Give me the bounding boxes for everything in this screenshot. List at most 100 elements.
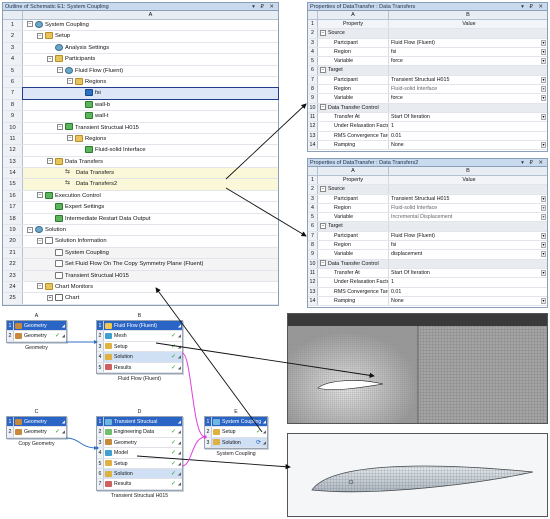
cell-menu-arrow-icon[interactable]: ◢ bbox=[177, 323, 181, 328]
outline-cell[interactable]: Fluid-solid Interface bbox=[23, 145, 278, 155]
property-value[interactable]: Fluid-solid Interface▾ bbox=[389, 85, 547, 93]
collapse-icon[interactable]: − bbox=[37, 32, 43, 39]
dropdown-arrow-icon[interactable]: ▾ bbox=[541, 58, 546, 65]
property-value[interactable]: 0.01 bbox=[389, 288, 547, 296]
cell-menu-arrow-icon[interactable]: ◢ bbox=[177, 429, 181, 435]
dropdown-arrow-icon[interactable]: ▾ bbox=[541, 251, 546, 258]
property-value[interactable]: force▾ bbox=[389, 94, 547, 102]
outline-cell[interactable]: ⇆Data Transfers bbox=[23, 168, 278, 179]
property-value[interactable]: Transient Structual H015▾ bbox=[389, 76, 547, 84]
property-value[interactable]: Start Of Iteration▾ bbox=[389, 113, 547, 121]
column-b-header[interactable]: B bbox=[466, 168, 470, 174]
outline-cell[interactable]: Transient Structual H015 bbox=[23, 270, 278, 281]
system-caption[interactable]: Copy Geometry bbox=[18, 440, 55, 447]
cell-menu-arrow-icon[interactable]: ◢ bbox=[61, 333, 65, 339]
property-value[interactable]: 1 bbox=[389, 278, 547, 286]
property-section-row[interactable]: 10−Data Transfer Control bbox=[308, 103, 547, 113]
outline-cell[interactable]: Expert Settings bbox=[23, 202, 278, 212]
collapse-icon[interactable]: − bbox=[67, 78, 73, 85]
outline-row[interactable]: 2−Setup bbox=[3, 31, 278, 43]
outline-cell[interactable]: −Participants bbox=[23, 54, 278, 64]
outline-row[interactable]: 15⇆Data Transfers2 bbox=[3, 179, 278, 191]
outline-row[interactable]: 20−Solution Information bbox=[3, 236, 278, 248]
outline-cell[interactable]: System Coupling bbox=[23, 247, 278, 259]
outline-cell[interactable]: Intermediate Restart Data Output bbox=[23, 214, 278, 224]
property-value[interactable]: Fluid Flow (Fluent)▾ bbox=[389, 232, 547, 240]
outline-row[interactable]: 14⇆Data Transfers bbox=[3, 168, 278, 180]
cell-menu-arrow-icon[interactable]: ◢ bbox=[177, 354, 181, 360]
outline-row[interactable]: 24−Chart Monitors bbox=[3, 281, 278, 294]
cell-menu-arrow-icon[interactable]: ◢ bbox=[262, 419, 266, 424]
cell-menu-arrow-icon[interactable]: ◢ bbox=[177, 450, 181, 456]
outline-cell[interactable]: −Execution Control bbox=[23, 191, 278, 201]
cell-menu-arrow-icon[interactable]: ◢ bbox=[177, 364, 181, 370]
outline-cell[interactable]: +Chart bbox=[23, 293, 278, 303]
cell-menu-arrow-icon[interactable]: ◢ bbox=[177, 460, 181, 466]
panel-window-buttons[interactable]: ▾ ₽ ✕ bbox=[521, 160, 545, 166]
outline-cell[interactable]: −Data Transfers bbox=[23, 157, 278, 167]
dropdown-arrow-icon[interactable]: ▾ bbox=[541, 86, 546, 93]
dropdown-arrow-icon[interactable]: ▾ bbox=[541, 297, 546, 304]
outline-cell[interactable]: fsi bbox=[22, 87, 279, 100]
property-value[interactable]: 0.01 bbox=[389, 132, 547, 140]
property-value[interactable]: Fluid-solid Interface▾ bbox=[389, 204, 547, 212]
cell-menu-arrow-icon[interactable]: ◢ bbox=[177, 343, 181, 349]
cell-menu-arrow-icon[interactable]: ◢ bbox=[177, 333, 181, 339]
dropdown-arrow-icon[interactable]: ▾ bbox=[541, 76, 546, 83]
collapse-icon[interactable]: − bbox=[37, 283, 43, 290]
outline-cell[interactable]: −Transient Structual H015 bbox=[23, 123, 278, 133]
outline-row[interactable]: 4−Participants bbox=[3, 54, 278, 66]
dropdown-arrow-icon[interactable]: ▾ bbox=[541, 141, 546, 148]
system-caption[interactable]: System Coupling bbox=[216, 451, 256, 458]
cell-menu-arrow-icon[interactable]: ◢ bbox=[262, 429, 266, 435]
outline-row[interactable]: 13−Data Transfers bbox=[3, 156, 278, 169]
outline-row[interactable]: 19−Solution bbox=[3, 225, 278, 237]
outline-row[interactable]: 25+Chart bbox=[3, 293, 278, 305]
collapse-icon[interactable]: − bbox=[320, 223, 326, 230]
system-caption[interactable]: Fluid Flow (Fluent) bbox=[118, 376, 161, 382]
collapse-icon[interactable]: − bbox=[47, 55, 53, 62]
collapse-icon[interactable]: − bbox=[57, 67, 63, 74]
outline-cell[interactable]: −System Coupling bbox=[23, 20, 278, 30]
system-caption[interactable]: Transient Structual H015 bbox=[110, 492, 169, 499]
property-value[interactable]: Start Of Iteration▾ bbox=[389, 269, 547, 277]
cell-menu-arrow-icon[interactable]: ◢ bbox=[177, 439, 181, 445]
property-section-row[interactable]: 2−Source bbox=[308, 185, 547, 195]
collapse-icon[interactable]: − bbox=[37, 192, 43, 199]
outline-cell[interactable]: wall-t bbox=[23, 111, 278, 121]
property-value[interactable]: Transient Structual H015▾ bbox=[389, 195, 547, 203]
property-section-row[interactable]: 6−Target bbox=[308, 66, 547, 76]
cell-menu-arrow-icon[interactable]: ◢ bbox=[177, 481, 181, 487]
dropdown-arrow-icon[interactable]: ▾ bbox=[541, 39, 546, 46]
property-value[interactable]: 1 bbox=[389, 122, 547, 130]
outline-row[interactable]: 5−Fluid Flow (Fluent) bbox=[3, 65, 278, 77]
cell-menu-arrow-icon[interactable]: ◢ bbox=[177, 419, 181, 424]
property-section-row[interactable]: 6−Target bbox=[308, 222, 547, 232]
outline-cell[interactable]: −Regions bbox=[23, 77, 278, 87]
collapse-icon[interactable]: − bbox=[37, 237, 43, 244]
system-caption[interactable]: Geometry bbox=[25, 344, 48, 351]
collapse-icon[interactable]: − bbox=[67, 135, 73, 142]
dropdown-arrow-icon[interactable]: ▾ bbox=[541, 214, 546, 221]
property-value[interactable]: None▾ bbox=[389, 297, 547, 305]
